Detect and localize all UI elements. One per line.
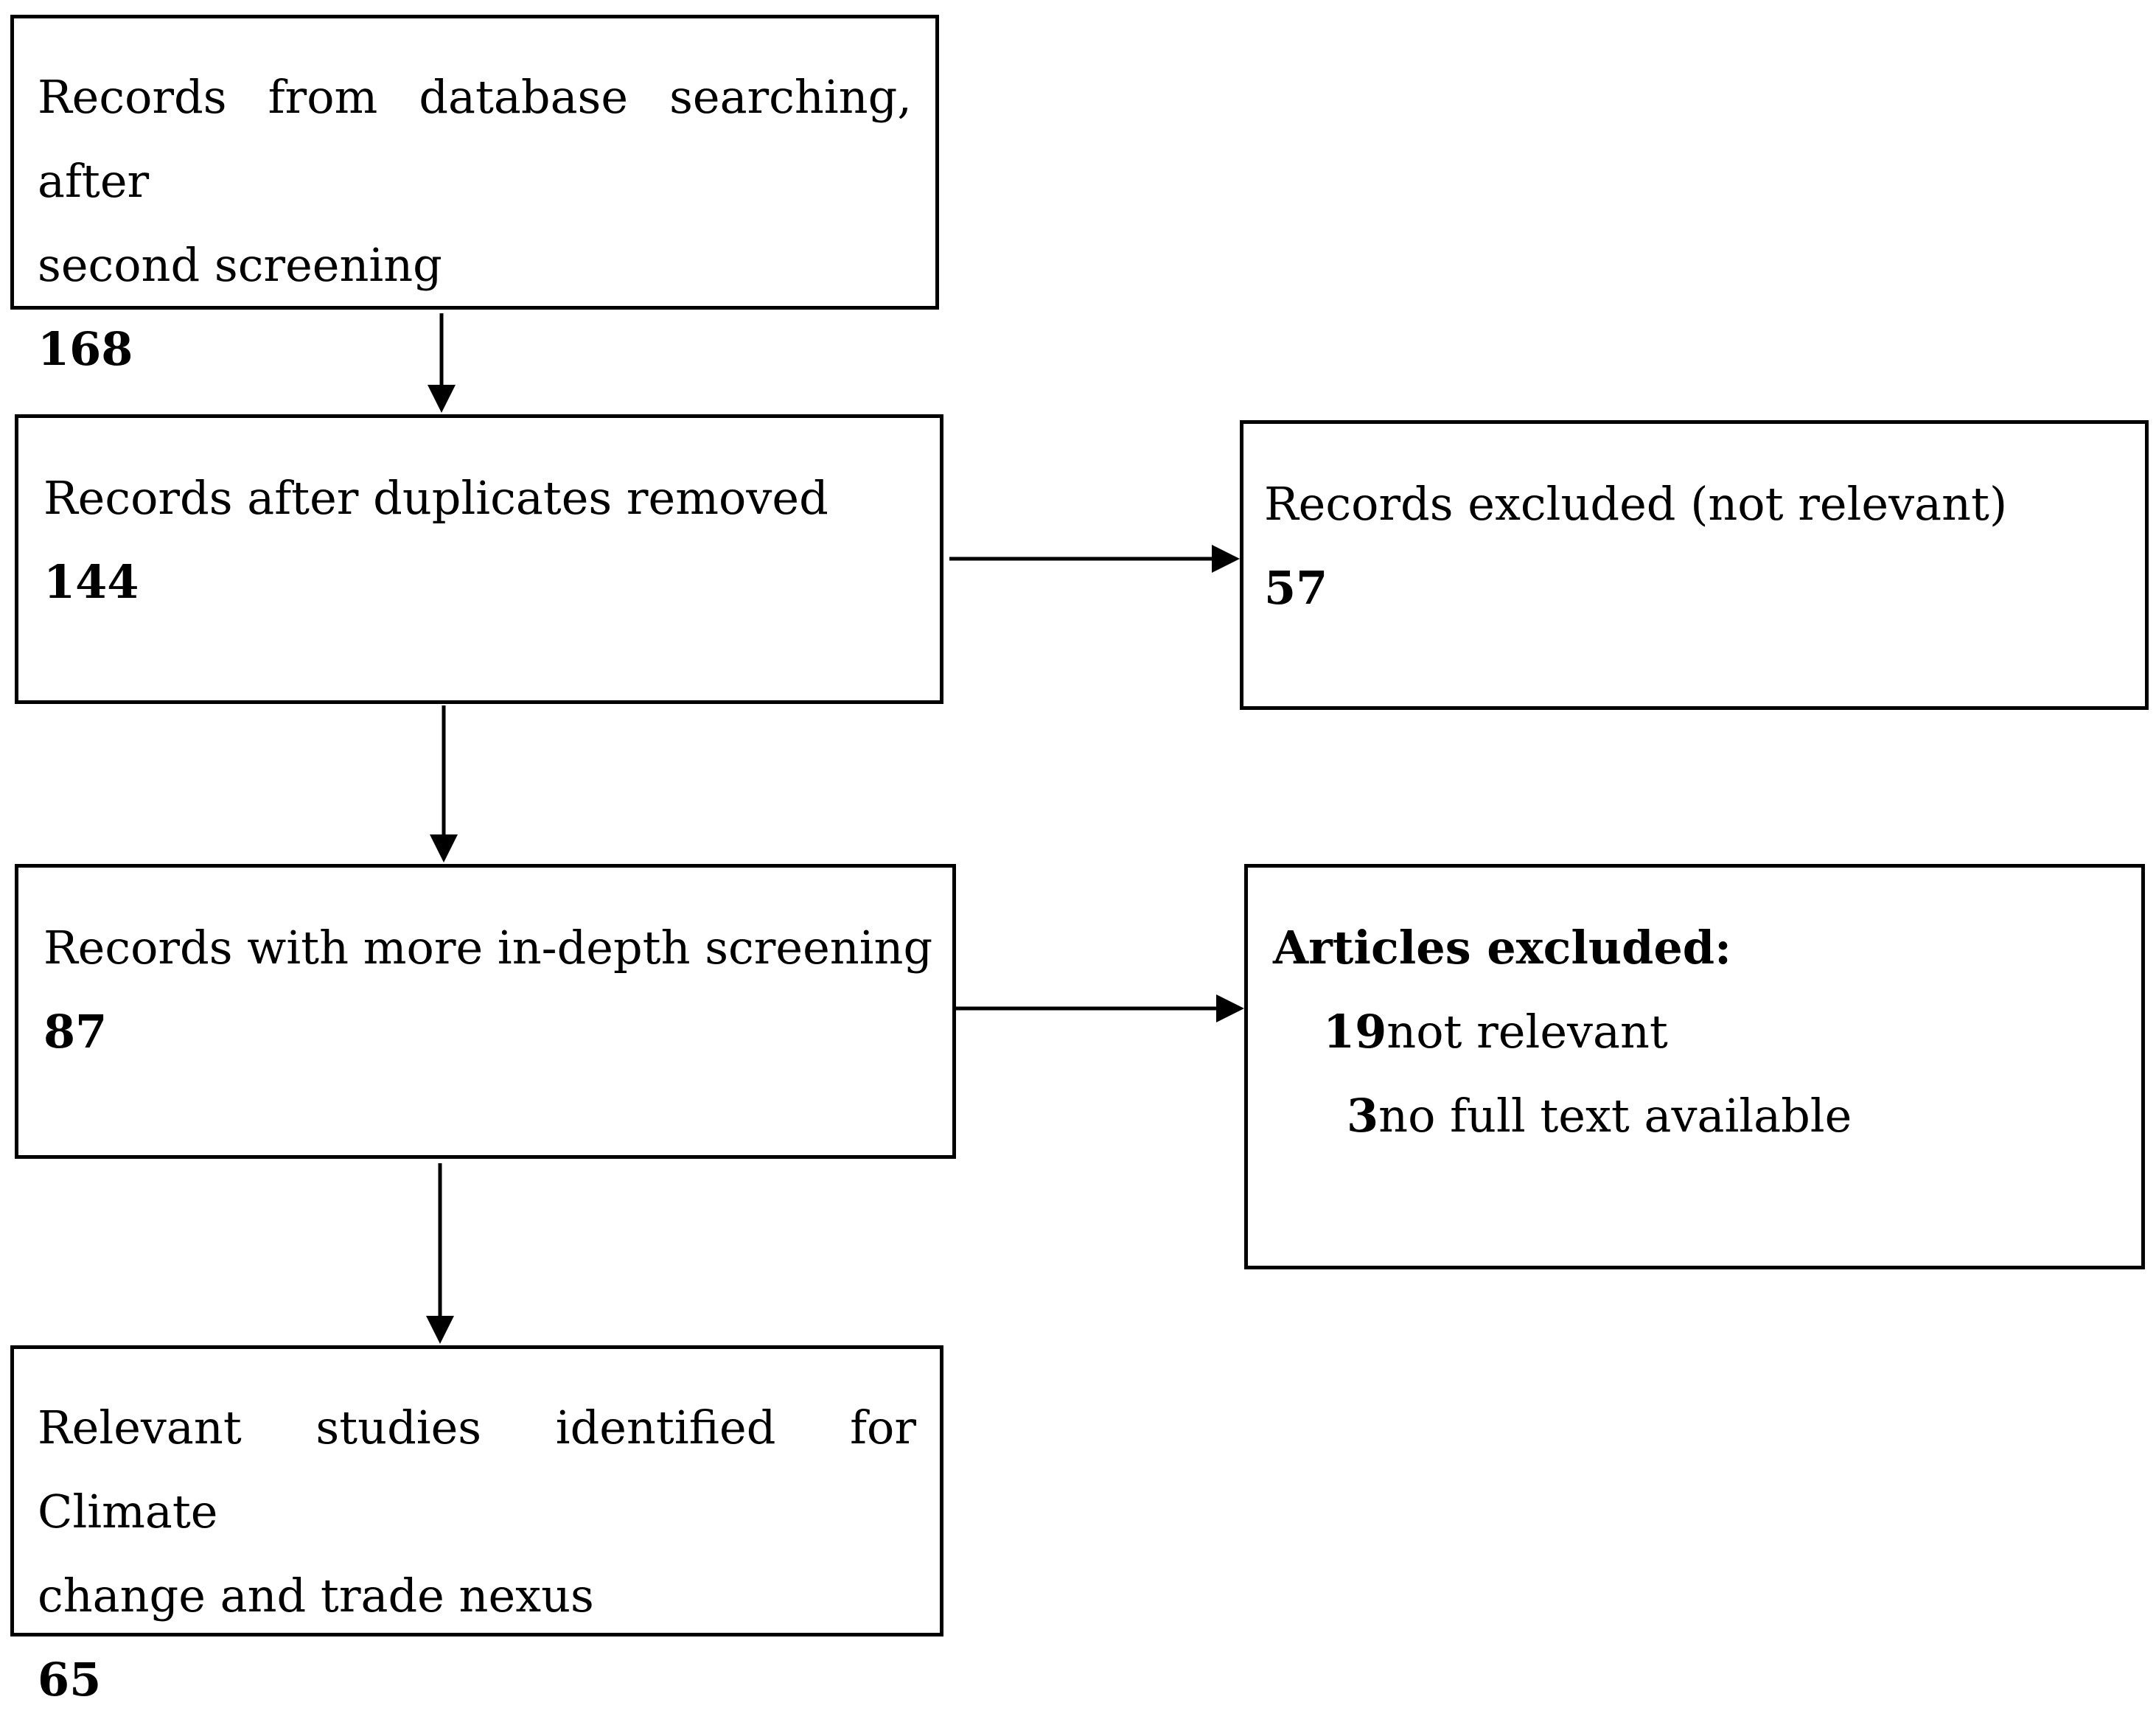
records-identified-label-line1: Records from database searching, after bbox=[38, 70, 912, 208]
arrow-in-depth-to-articles-excluded bbox=[956, 994, 1244, 1022]
arrow-in-depth-to-included bbox=[426, 1163, 454, 1344]
records-excluded-count: 57 bbox=[1264, 561, 1328, 615]
exclusion-reason-count: 19 bbox=[1323, 1005, 1387, 1059]
records-deduplicated-label: Records after duplicates removed bbox=[43, 471, 828, 525]
included-studies-label-line1: Relevant studies identified for Climate bbox=[38, 1401, 916, 1538]
records-excluded-label: Records excluded (not relevant) bbox=[1264, 477, 2008, 531]
included-studies-box: Relevant studies identified for Climate … bbox=[10, 1345, 943, 1707]
in-depth-screening-box: Records with more in-depth screening 87 bbox=[15, 864, 956, 1159]
records-deduplicated-box: Records after duplicates removed 144 bbox=[15, 414, 943, 704]
exclusion-reason-label: not relevant bbox=[1386, 1005, 1668, 1059]
exclusion-reason-count: 3 bbox=[1347, 1089, 1379, 1143]
exclusion-reason-item: 3no full text available bbox=[1273, 1074, 2118, 1158]
records-identified-label-line2: second screening bbox=[38, 238, 442, 292]
exclusion-reason-label: no full text available bbox=[1378, 1089, 1852, 1143]
arrow-deduplicated-to-excluded bbox=[949, 545, 1240, 573]
records-identified-box: Records from database searching, after s… bbox=[10, 15, 939, 376]
exclusion-reason-item: 19not relevant bbox=[1273, 990, 2118, 1074]
included-studies-label-line2: change and trade nexus bbox=[38, 1569, 594, 1622]
articles-excluded-box: Articles excluded: 19not relevant 3no fu… bbox=[1244, 864, 2145, 1269]
included-studies-count: 65 bbox=[38, 1653, 102, 1707]
records-deduplicated-count: 144 bbox=[43, 555, 139, 609]
arrow-deduplicated-to-in-depth bbox=[430, 705, 458, 862]
articles-excluded-heading: Articles excluded: bbox=[1273, 921, 1732, 975]
in-depth-screening-label: Records with more in-depth screening bbox=[43, 921, 933, 975]
records-excluded-box: Records excluded (not relevant) 57 bbox=[1240, 420, 2149, 710]
in-depth-screening-count: 87 bbox=[43, 1005, 108, 1059]
records-identified-count: 168 bbox=[38, 322, 133, 376]
